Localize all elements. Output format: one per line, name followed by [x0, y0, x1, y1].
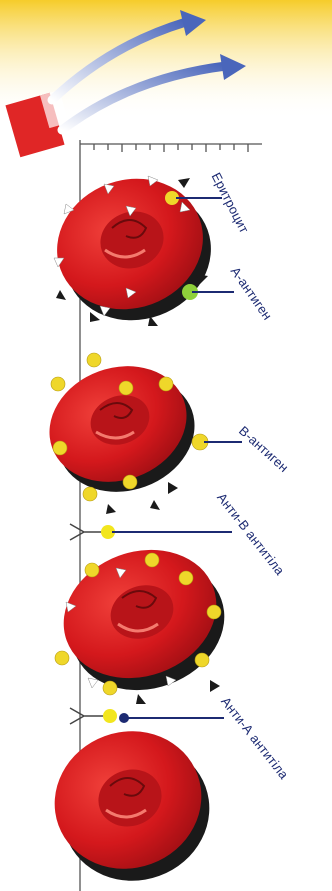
erythrocyte-b [33, 347, 211, 514]
erythrocyte-a [39, 159, 230, 341]
anti-b-antibody [70, 524, 115, 540]
erythrocyte-o [35, 711, 229, 891]
erythrocyte-ab [45, 529, 242, 711]
anti-a-antibody [70, 708, 129, 724]
